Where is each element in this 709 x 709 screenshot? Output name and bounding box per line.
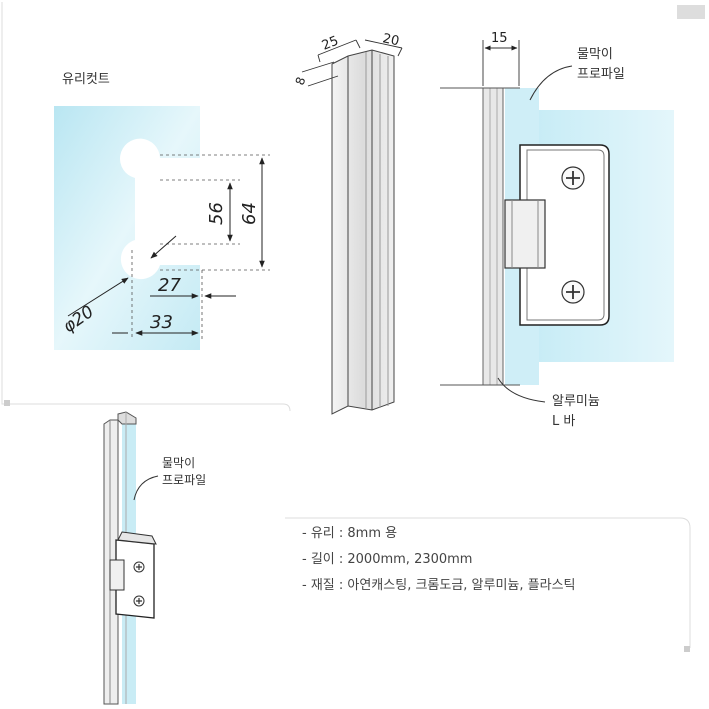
installed-label-bar-1: 알루미늄 [552,394,600,409]
spec-panel-frame [285,517,691,648]
dim-15: 15 [491,31,508,46]
spec-list: - 유리 : 8mm 용 - 길이 : 2000mm, 2300mm - 재질 … [302,521,576,599]
installed-label-profile-2: 프로파일 [577,67,625,82]
installed-leader-profile [529,65,573,101]
glass-cut-drawing [54,106,270,350]
frame-corner-marker [677,5,705,19]
hinge-knuckle [504,199,546,269]
screw-icon [561,166,585,190]
dim-33: 33 [150,312,173,333]
spec-length: - 길이 : 2000mm, 2300mm [302,552,473,567]
glass-cut-dimension-lines [67,157,265,336]
hinge-body [519,144,610,326]
dim-20: 20 [381,31,400,49]
dim-56: 56 [206,202,227,225]
dim-27: 27 [158,275,181,296]
installed-leader-bar [497,377,546,403]
screw-icon [133,595,145,607]
dim-8: 8 [293,75,309,87]
assembly-label-profile-1: 물막이 [162,456,195,470]
screw-icon [133,561,145,573]
dim-64: 64 [239,202,260,225]
installed-view-drawing [440,40,674,403]
assembly-label-profile-2: 프로파일 [162,473,206,487]
profile-dimension-lines [301,39,403,87]
top-panel-frame [1,2,291,412]
frame-corner-marker [4,400,10,406]
panel-frames [1,2,691,648]
screw-icon [561,280,585,304]
installed-label-bar-2: L 바 [552,414,575,429]
profile-section-drawing [301,39,403,415]
installed-aluminium-bar [482,87,504,386]
glass-cut-pane [54,106,200,350]
profile-bar-back [331,49,395,415]
glass-cut-title: 유리컷트 [62,72,110,87]
glass-cut-extension-lines [131,154,270,340]
dim-25: 25 [320,34,341,54]
assembly-view-drawing [103,411,159,705]
installed-label-profile-1: 물막이 [577,47,613,62]
assembly-leader-profile [133,475,159,501]
spec-glass: - 유리 : 8mm 용 [302,526,398,541]
installed-dimension-15 [482,40,520,86]
frame-corner-marker [684,646,690,652]
spec-material: - 재질 : 아연캐스팅, 크롬도금, 알루미늄, 플라스틱 [302,578,576,593]
